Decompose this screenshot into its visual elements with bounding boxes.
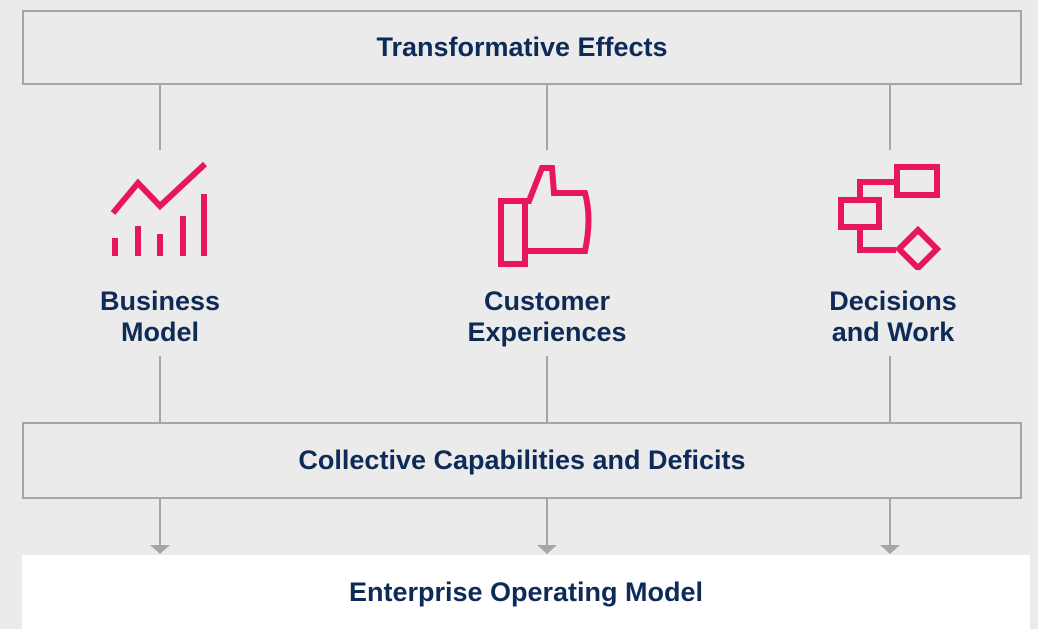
customer-experiences-line1: Customer xyxy=(483,286,611,316)
decisions-and-work-line2: and Work xyxy=(831,317,955,347)
arrow-line xyxy=(159,499,161,546)
collective-capabilities-box: Collective Capabilities and Deficits xyxy=(22,422,1022,499)
collective-capabilities-label: Collective Capabilities and Deficits xyxy=(298,445,746,475)
connector-line xyxy=(889,85,891,150)
enterprise-operating-model-box: Enterprise Operating Model xyxy=(22,555,1030,629)
decisions-and-work-line1: Decisions xyxy=(829,286,957,316)
business-model-line2: Model xyxy=(121,317,199,347)
growth-chart-icon xyxy=(110,161,208,256)
transformative-effects-box: Transformative Effects xyxy=(22,10,1022,85)
business-model-line1: Business xyxy=(99,286,221,316)
customer-experiences-label: Customer Experiences xyxy=(437,286,657,348)
flowchart-icon xyxy=(838,164,942,270)
thumbs-up-icon xyxy=(498,165,592,267)
connector-line xyxy=(546,356,548,422)
transformative-effects-label: Transformative Effects xyxy=(376,32,668,62)
business-model-label: Business Model xyxy=(50,286,270,348)
arrow-head xyxy=(150,545,170,554)
connector-line xyxy=(546,85,548,150)
customer-experiences-line2: Experiences xyxy=(467,317,627,347)
arrow-line xyxy=(546,499,548,546)
connector-line xyxy=(889,356,891,422)
connector-line xyxy=(159,85,161,150)
connector-line xyxy=(159,356,161,422)
enterprise-operating-model-label: Enterprise Operating Model xyxy=(348,576,704,607)
arrow-line xyxy=(889,499,891,546)
decisions-and-work-label: Decisions and Work xyxy=(783,286,1003,348)
arrow-head xyxy=(880,545,900,554)
arrow-head xyxy=(537,545,557,554)
